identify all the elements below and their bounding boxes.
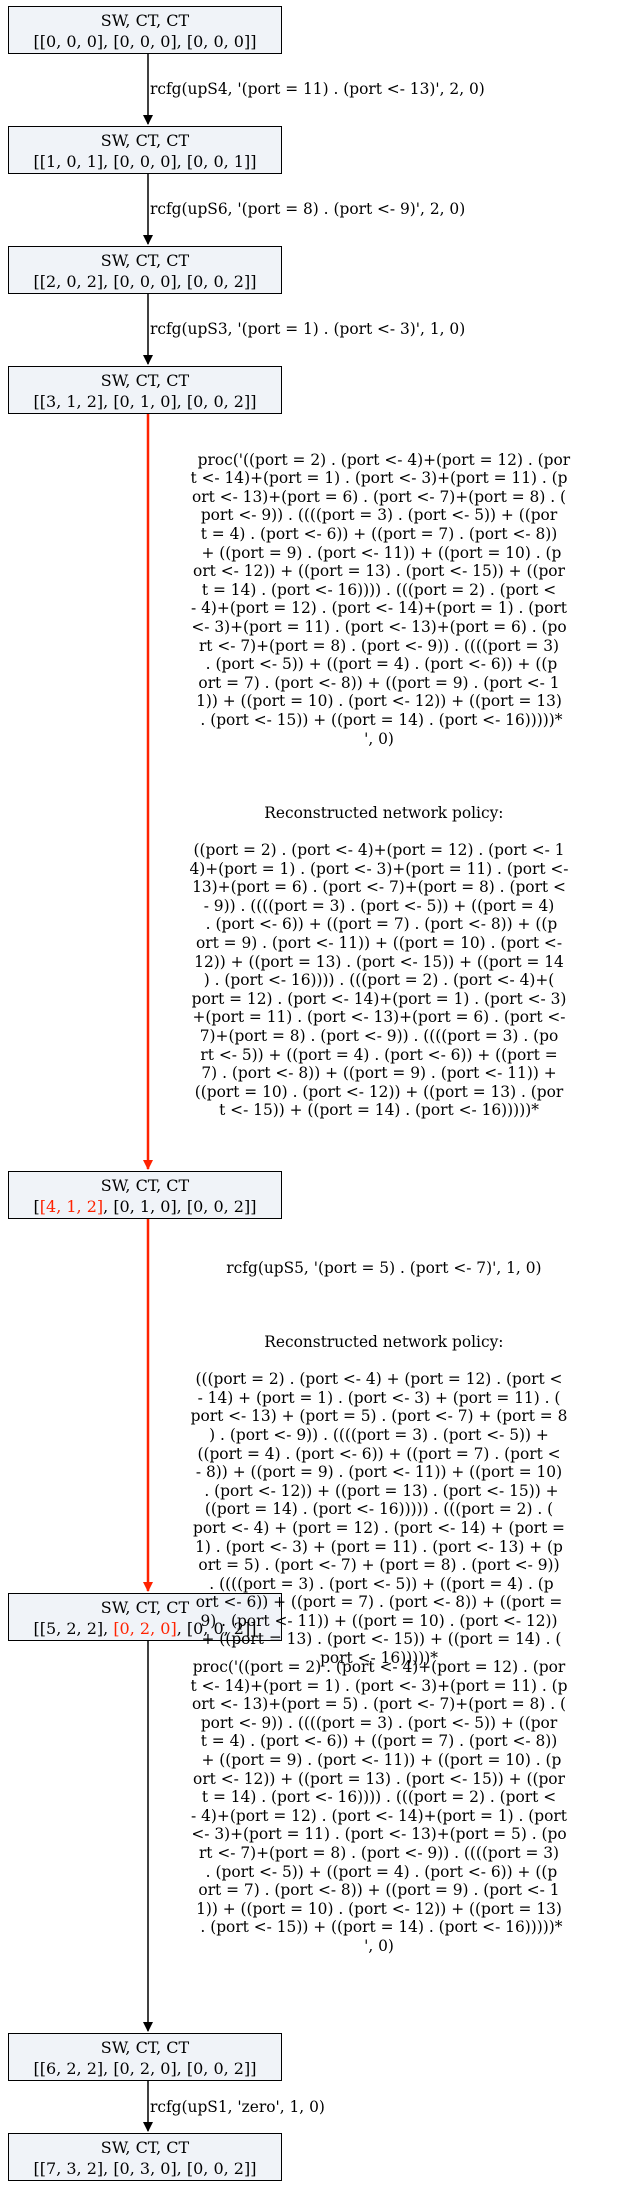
node-state: [[2, 0, 2], [0, 0, 0], [0, 0, 2]] bbox=[33, 272, 257, 291]
edge-label-7: rcfg(upS1, 'zero', 1, 0) bbox=[150, 2098, 325, 2116]
node-title: SW, CT, CT bbox=[100, 2138, 190, 2157]
edge-label-4: proc('((port = 2) . (port <- 4)+(port = … bbox=[144, 432, 614, 1139]
state-node-7: SW, CT, CT [[7, 3, 2], [0, 3, 0], [0, 0,… bbox=[8, 2133, 282, 2181]
node-title: SW, CT, CT bbox=[100, 131, 190, 150]
state-node-4: SW, CT, CT [[4, 1, 2], [0, 1, 0], [0, 0,… bbox=[8, 1171, 282, 1219]
changed-state-highlight: [0, 2, 0] bbox=[113, 1619, 177, 1638]
node-title: SW, CT, CT bbox=[100, 2038, 190, 2057]
node-state: [[6, 2, 2], [0, 2, 0], [0, 0, 2]] bbox=[33, 2059, 257, 2078]
state-node-2: SW, CT, CT [[2, 0, 2], [0, 0, 0], [0, 0,… bbox=[8, 246, 282, 294]
edge-label-1: rcfg(upS4, '(port = 11) . (port <- 13)',… bbox=[150, 80, 485, 98]
node-state: [[4, 1, 2], [0, 1, 0], [0, 0, 2]] bbox=[33, 1197, 257, 1216]
node-title: SW, CT, CT bbox=[100, 1598, 190, 1617]
node-title: SW, CT, CT bbox=[100, 1176, 190, 1195]
state-node-6: SW, CT, CT [[6, 2, 2], [0, 2, 0], [0, 0,… bbox=[8, 2033, 282, 2081]
reconstructed-policy: (((port = 2) . (port <- 4) + (port = 12)… bbox=[190, 1370, 568, 1668]
node-title: SW, CT, CT bbox=[100, 371, 190, 390]
transition-label: rcfg(upS5, '(port = 5) . (port <- 7)', 1… bbox=[226, 1258, 542, 1277]
edge-label-5: rcfg(upS5, '(port = 5) . (port <- 7)', 1… bbox=[144, 1240, 614, 1686]
policy-heading: Reconstructed network policy: bbox=[264, 803, 504, 822]
policy-heading: Reconstructed network policy: bbox=[264, 1332, 504, 1351]
node-state: [[7, 3, 2], [0, 3, 0], [0, 0, 2]] bbox=[33, 2159, 257, 2178]
edge-label-3: rcfg(upS3, '(port = 1) . (port <- 3)', 1… bbox=[150, 320, 466, 338]
node-state: [[0, 0, 0], [0, 0, 0], [0, 0, 0]] bbox=[33, 32, 257, 51]
reconstructed-policy: ((port = 2) . (port <- 4)+(port = 12) . … bbox=[189, 841, 569, 1120]
node-state: [[5, 2, 2], [0, 2, 0], [0, 0, 2]] bbox=[33, 1619, 257, 1638]
node-state: [[1, 0, 1], [0, 0, 0], [0, 0, 1]] bbox=[33, 152, 257, 171]
changed-state-highlight: [4, 1, 2] bbox=[39, 1197, 104, 1216]
edge-label-6: proc('((port = 2) . (port <- 4)+(port = … bbox=[190, 1658, 568, 1955]
edge-label-2: rcfg(upS6, '(port = 8) . (port <- 9)', 2… bbox=[150, 200, 466, 218]
state-node-3: SW, CT, CT [[3, 1, 2], [0, 1, 0], [0, 0,… bbox=[8, 366, 282, 414]
node-state: [[3, 1, 2], [0, 1, 0], [0, 0, 2]] bbox=[33, 392, 257, 411]
node-title: SW, CT, CT bbox=[100, 251, 190, 270]
node-title: SW, CT, CT bbox=[100, 11, 190, 30]
state-node-5: SW, CT, CT [[5, 2, 2], [0, 2, 0], [0, 0,… bbox=[8, 1593, 282, 1641]
state-node-1: SW, CT, CT [[1, 0, 1], [0, 0, 0], [0, 0,… bbox=[8, 126, 282, 174]
state-node-0: SW, CT, CT [[0, 0, 0], [0, 0, 0], [0, 0,… bbox=[8, 6, 282, 54]
transition-label: proc('((port = 2) . (port <- 4)+(port = … bbox=[190, 450, 571, 748]
